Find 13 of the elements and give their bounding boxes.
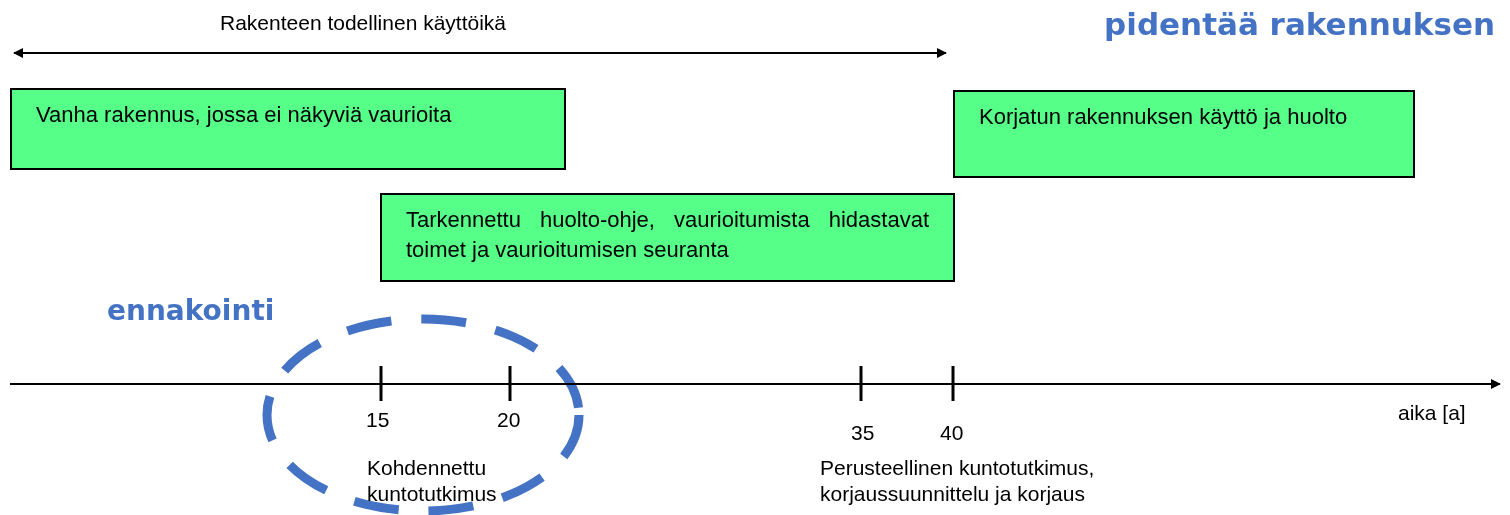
process-box: Vanha rakennus, jossa ei näkyviä vaurioita	[10, 88, 566, 170]
tick-label: 35	[851, 420, 875, 446]
tick-label: 40	[940, 420, 964, 446]
process-box: Tarkennettu huolto-ohje, vaurioitumista hidastavat toimet ja vaurioitumisen seuranta	[380, 193, 955, 282]
event-label: Perusteellinen kuntotutkimus, korjaussuunnittelu ja korjaus	[820, 455, 1096, 507]
section-heading: pidentää rakennuksen	[1104, 6, 1495, 44]
tick-label: 15	[366, 407, 390, 433]
event-label: Kohdennettu kuntotutkimus	[367, 455, 498, 507]
axis-label: aika [a]	[1398, 400, 1466, 426]
process-box: Korjatun rakennuksen käyttö ja huolto	[953, 90, 1415, 178]
section-heading: ennakointi	[107, 294, 275, 328]
span-label: Rakenteen todellinen käyttöikä	[220, 10, 507, 36]
tick-label: 20	[497, 407, 521, 433]
